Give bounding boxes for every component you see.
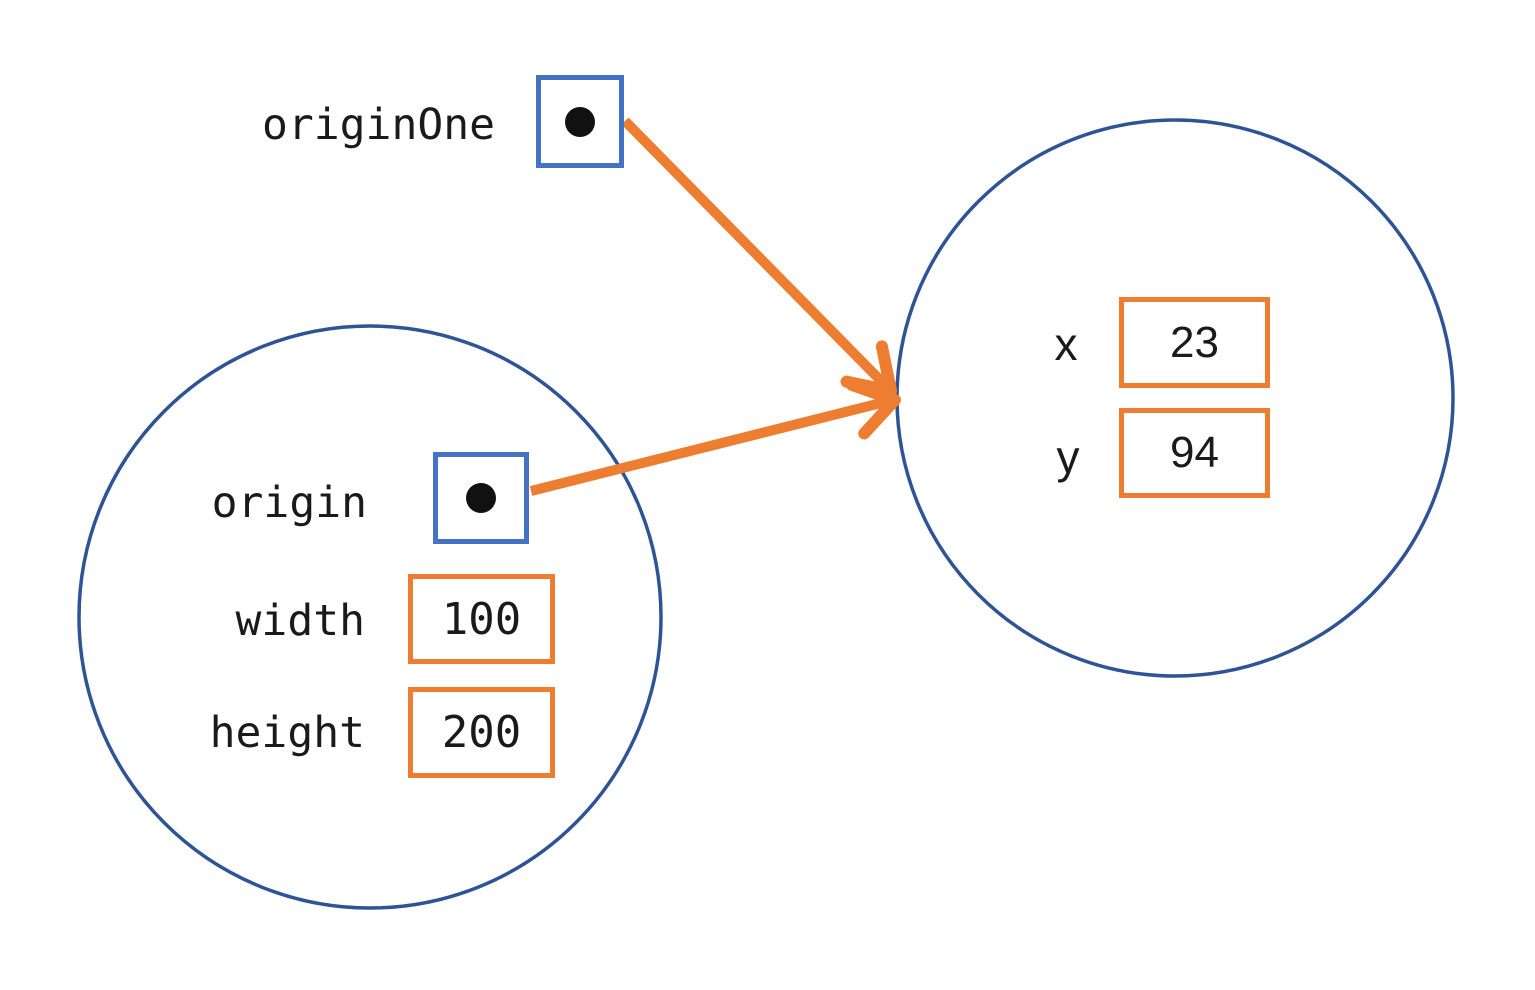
originone-label: originOne <box>262 100 495 150</box>
width-field-label: width <box>235 596 365 646</box>
origin-ref-box <box>433 452 529 544</box>
reference-arrow-origin <box>529 379 901 496</box>
height-field-label: height <box>209 708 365 758</box>
height-value: 200 <box>441 707 522 758</box>
pointer-dot-icon <box>466 483 496 513</box>
x-value-box: 23 <box>1119 297 1270 388</box>
reference-arrow-originone <box>621 117 897 397</box>
height-value-box: 200 <box>408 687 555 778</box>
y-field-label: y <box>1056 431 1080 483</box>
pointer-dot-icon <box>565 106 595 137</box>
originone-ref-box <box>536 75 624 168</box>
x-field-label: x <box>1054 318 1078 370</box>
rectangle-object-circle <box>77 324 663 910</box>
x-value: 23 <box>1170 317 1219 367</box>
point-object-circle <box>895 118 1455 678</box>
width-value: 100 <box>441 593 522 645</box>
y-value-box: 94 <box>1119 408 1270 498</box>
y-value: 94 <box>1170 428 1219 477</box>
origin-field-label: origin <box>211 478 367 528</box>
width-value-box: 100 <box>408 574 555 664</box>
